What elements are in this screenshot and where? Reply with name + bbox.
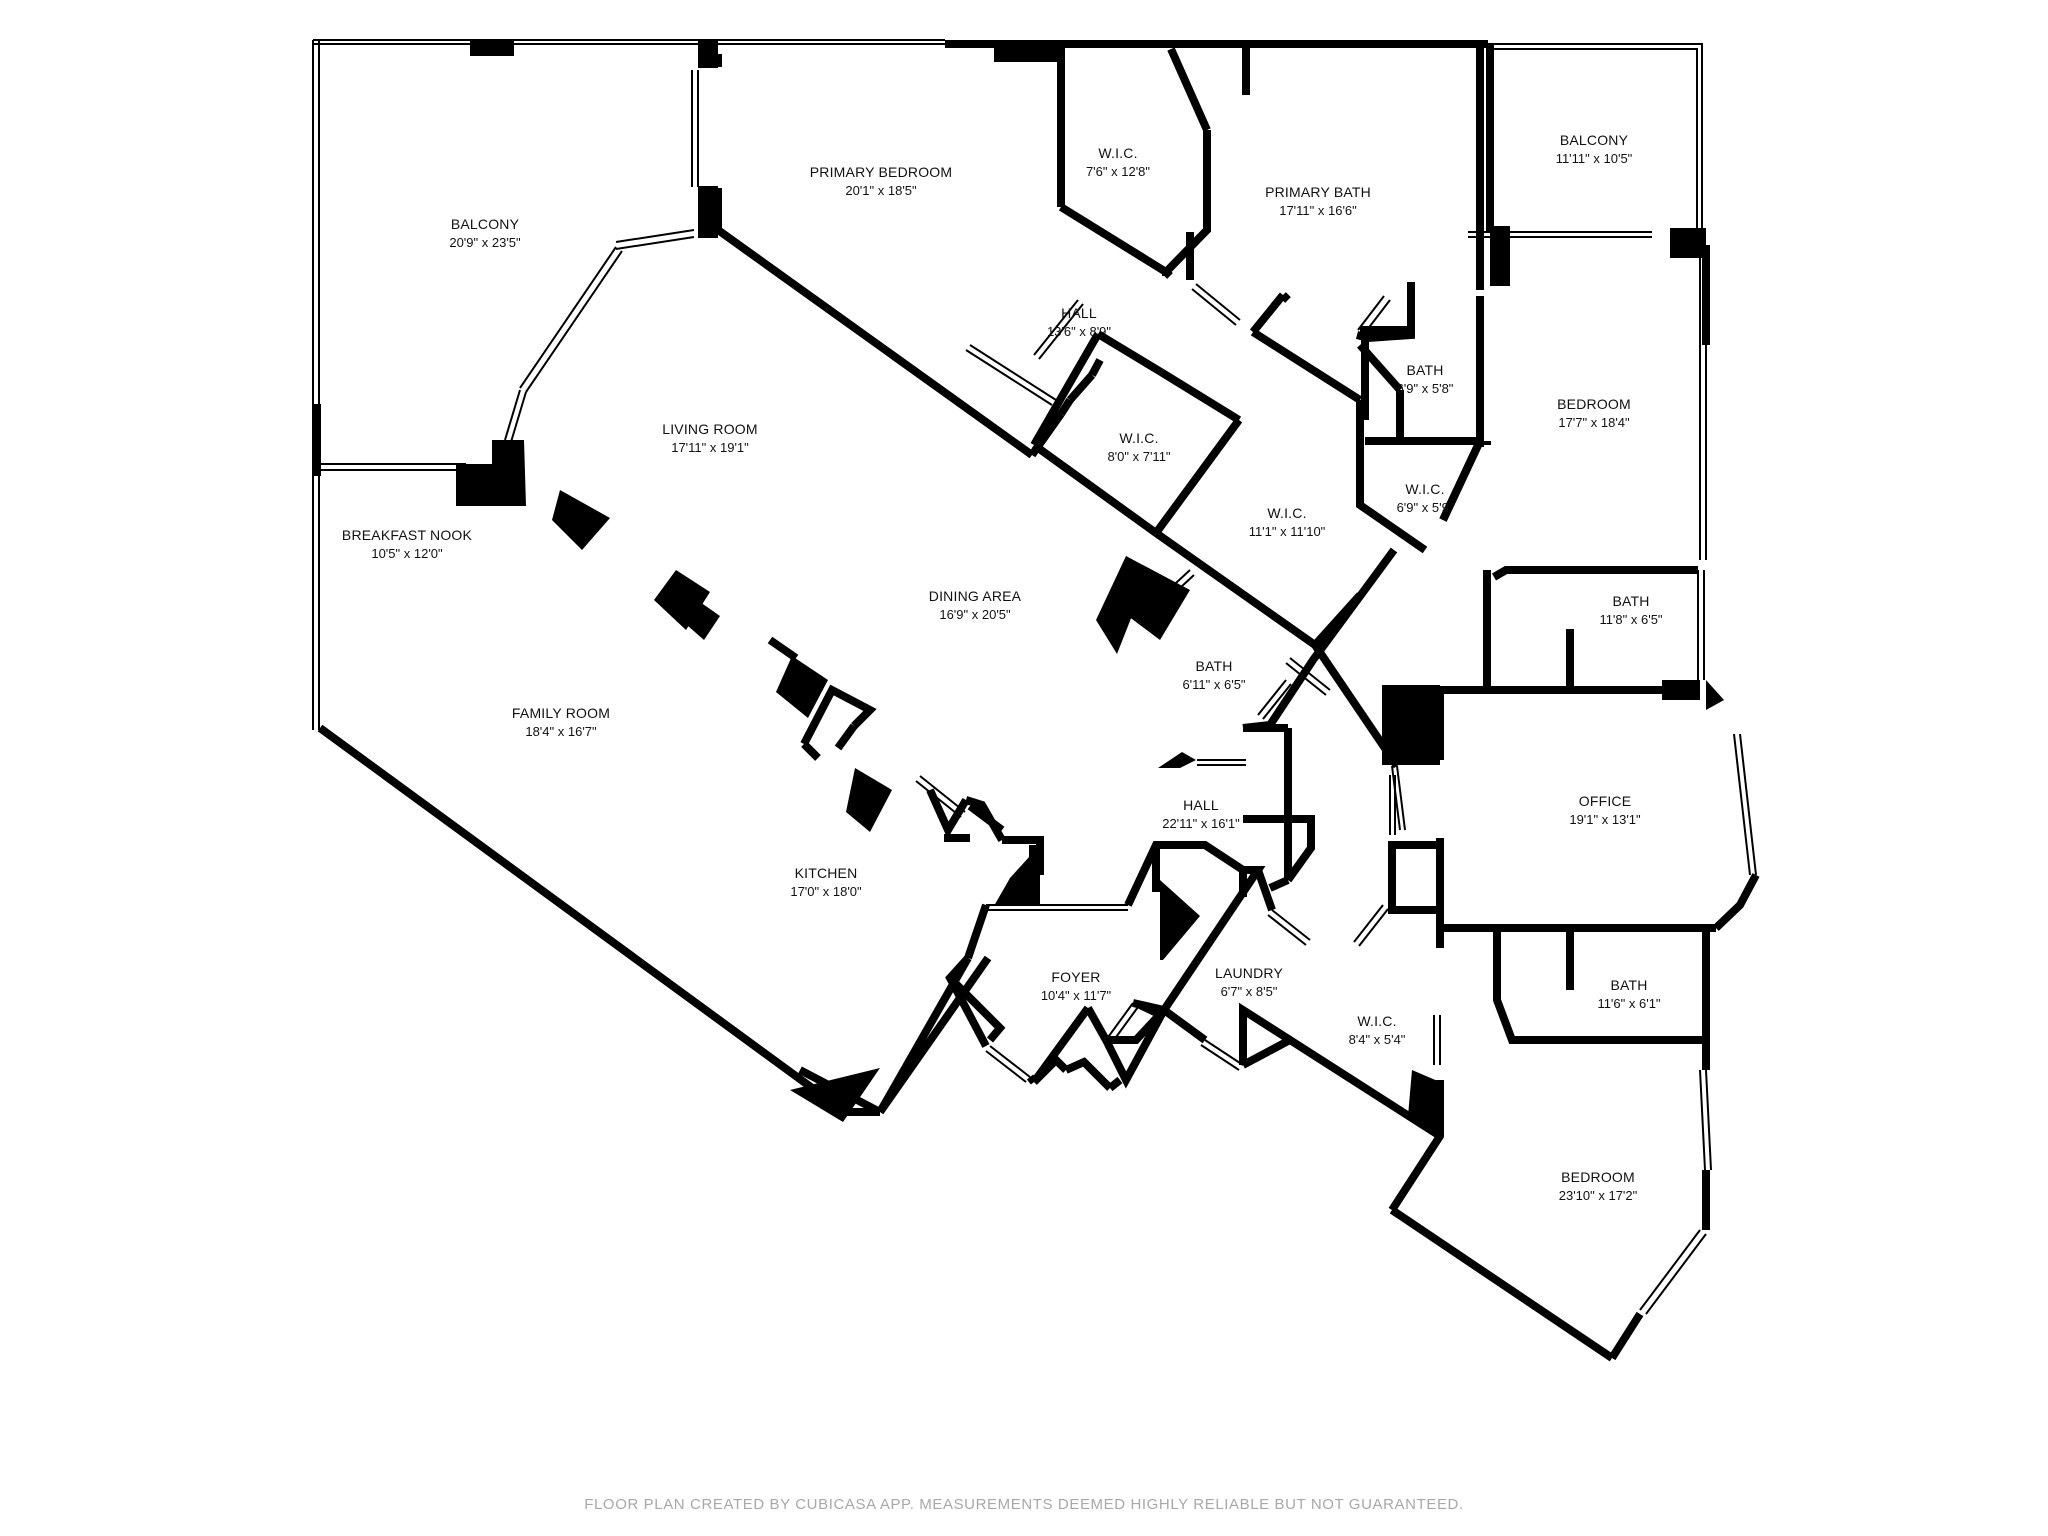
room-dims: 13'6" x 8'9" xyxy=(1047,324,1111,339)
room-label-office: OFFICE 19'1" x 13'1" xyxy=(1569,793,1641,827)
room-dims: 11'8" x 6'5" xyxy=(1599,612,1662,627)
room-label-bath-11x6: BATH 11'8" x 6'5" xyxy=(1599,593,1662,627)
room-name: BALCONY xyxy=(1560,132,1629,148)
room-name: W.I.C. xyxy=(1405,481,1444,497)
room-name: BREAKFAST NOOK xyxy=(342,527,473,543)
room-name: FOYER xyxy=(1051,969,1100,985)
room-name: LAUNDRY xyxy=(1215,965,1284,981)
room-label-bedroom-ne: BEDROOM 17'7" x 18'4" xyxy=(1557,396,1631,430)
room-name: BATH xyxy=(1195,658,1232,674)
room-name: W.I.C. xyxy=(1098,145,1137,161)
wall-blocks xyxy=(313,40,1724,1138)
room-label-bath-se: BATH 11'6" x 6'1" xyxy=(1597,977,1660,1011)
room-label-foyer: FOYER 10'4" x 11'7" xyxy=(1041,969,1112,1003)
room-name: OFFICE xyxy=(1579,793,1632,809)
room-label-wic-8x7: W.I.C. 8'0" x 7'11" xyxy=(1107,430,1170,464)
room-name: BATH xyxy=(1612,593,1649,609)
room-label-wic-8x5: W.I.C. 8'4" x 5'4" xyxy=(1349,1013,1406,1047)
room-name: FAMILY ROOM xyxy=(512,705,610,721)
room-dims: 6'7" x 8'5" xyxy=(1221,984,1278,999)
room-dims: 18'4" x 16'7" xyxy=(525,724,597,739)
room-dims: 11'11" x 10'5" xyxy=(1556,151,1633,166)
room-name: BATH xyxy=(1610,977,1647,993)
room-label-kitchen: KITCHEN 17'0" x 18'0" xyxy=(790,865,862,899)
footer-disclaimer: FLOOR PLAN CREATED BY CUBICASA APP. MEAS… xyxy=(584,1496,1464,1513)
room-name: PRIMARY BATH xyxy=(1265,184,1371,200)
room-label-hall-lower: HALL 22'11" x 16'1" xyxy=(1162,797,1240,831)
room-label-wic-primary: W.I.C. 7'6" x 12'8" xyxy=(1086,145,1150,179)
room-label-family-room: FAMILY ROOM 18'4" x 16'7" xyxy=(512,705,610,739)
room-dims: 17'7" x 18'4" xyxy=(1558,415,1630,430)
room-label-wic-11x11: W.I.C. 11'1" x 11'10" xyxy=(1249,505,1326,539)
room-label-living-room: LIVING ROOM 17'11" x 19'1" xyxy=(662,421,758,455)
room-name: LIVING ROOM xyxy=(662,421,758,437)
room-dims: 22'11" x 16'1" xyxy=(1162,816,1240,831)
railings xyxy=(312,39,1757,1315)
room-name: W.I.C. xyxy=(1357,1013,1396,1029)
room-dims: 6'9" x 5'9" xyxy=(1397,500,1454,515)
room-dims: 16'9" x 20'5" xyxy=(939,607,1011,622)
room-label-bath-center: BATH 6'11" x 6'5" xyxy=(1182,658,1245,692)
room-dims: 17'0" x 18'0" xyxy=(790,884,862,899)
room-dims: 10'4" x 11'7" xyxy=(1041,988,1112,1003)
room-label-breakfast-nook: BREAKFAST NOOK 10'5" x 12'0" xyxy=(342,527,473,561)
room-name: HALL xyxy=(1061,305,1097,321)
room-name: BATH xyxy=(1406,362,1443,378)
room-dims: 11'6" x 6'1" xyxy=(1597,996,1660,1011)
room-name: BALCONY xyxy=(451,216,520,232)
room-labels: BALCONY 20'9" x 23'5" PRIMARY BEDROOM 20'1… xyxy=(342,132,1663,1203)
room-label-primary-bath: PRIMARY BATH 17'11" x 16'6" xyxy=(1265,184,1371,218)
room-dims: 10'5" x 12'0" xyxy=(371,546,443,561)
room-name: W.I.C. xyxy=(1267,505,1306,521)
room-name: BEDROOM xyxy=(1557,396,1631,412)
room-dims: 6'9" x 5'8" xyxy=(1397,381,1454,396)
room-label-balcony-ne: BALCONY 11'11" x 10'5" xyxy=(1556,132,1633,166)
room-dims: 8'0" x 7'11" xyxy=(1107,449,1170,464)
room-dims: 17'11" x 16'6" xyxy=(1279,203,1357,218)
room-dims: 8'4" x 5'4" xyxy=(1349,1032,1406,1047)
room-label-primary-bedroom: PRIMARY BEDROOM 20'1" x 18'5" xyxy=(810,164,953,198)
room-label-dining-area: DINING AREA 16'9" x 20'5" xyxy=(929,588,1022,622)
room-label-balcony-main: BALCONY 20'9" x 23'5" xyxy=(449,216,521,250)
room-name: HALL xyxy=(1183,797,1219,813)
room-label-bath-6x5: BATH 6'9" x 5'8" xyxy=(1397,362,1454,396)
room-name: PRIMARY BEDROOM xyxy=(810,164,953,180)
room-label-bedroom-se: BEDROOM 23'10" x 17'2" xyxy=(1559,1169,1638,1203)
room-dims: 20'1" x 18'5" xyxy=(845,183,917,198)
room-dims: 7'6" x 12'8" xyxy=(1086,164,1150,179)
room-name: DINING AREA xyxy=(929,588,1022,604)
room-dims: 17'11" x 19'1" xyxy=(671,440,749,455)
room-dims: 20'9" x 23'5" xyxy=(449,235,521,250)
room-name: BEDROOM xyxy=(1561,1169,1635,1185)
room-label-wic-6x5: W.I.C. 6'9" x 5'9" xyxy=(1397,481,1454,515)
room-dims: 23'10" x 17'2" xyxy=(1559,1188,1638,1203)
room-label-laundry: LAUNDRY 6'7" x 8'5" xyxy=(1215,965,1284,999)
room-dims: 11'1" x 11'10" xyxy=(1249,524,1326,539)
room-dims: 6'11" x 6'5" xyxy=(1182,677,1245,692)
room-name: KITCHEN xyxy=(795,865,858,881)
room-label-hall-upper: HALL 13'6" x 8'9" xyxy=(1047,305,1111,339)
room-name: W.I.C. xyxy=(1119,430,1158,446)
room-dims: 19'1" x 13'1" xyxy=(1569,812,1641,827)
